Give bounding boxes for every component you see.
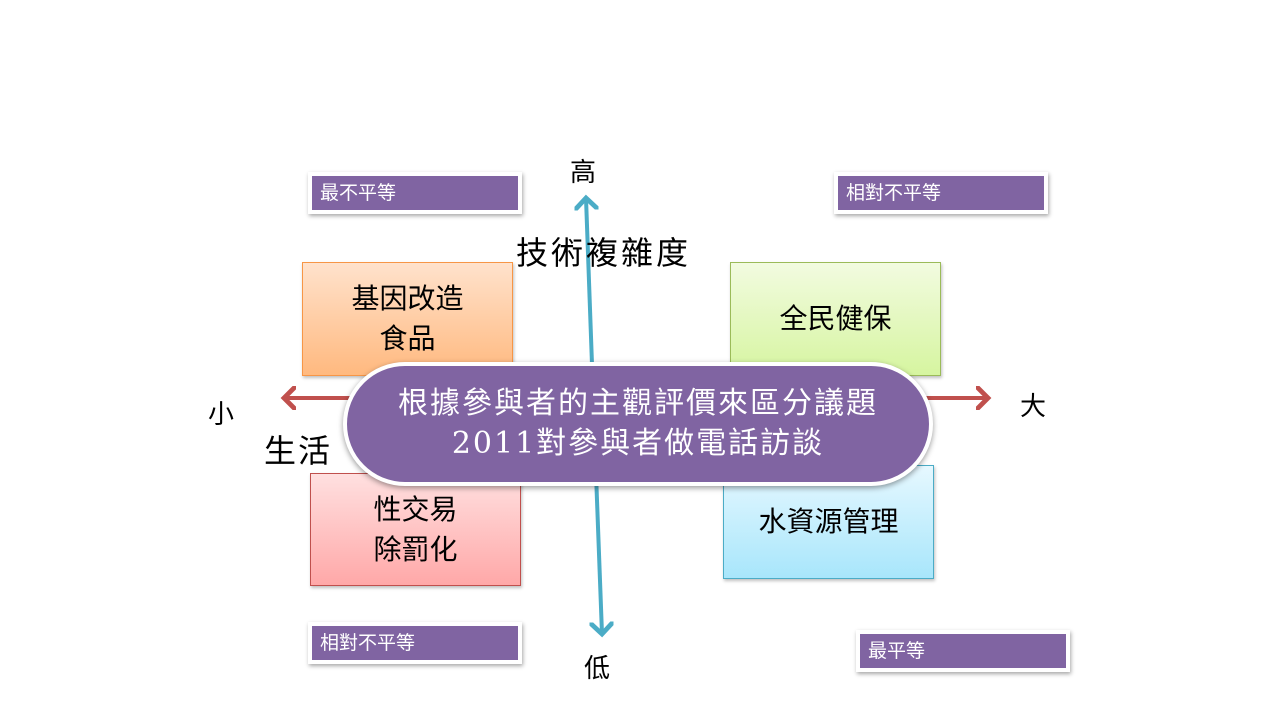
vertical-axis-title: 技術複雜度 bbox=[516, 234, 692, 272]
tag-relatively-unequal-bottom: 相對不平等 bbox=[308, 622, 522, 664]
box-gmo-food: 基因改造 食品 bbox=[302, 262, 513, 376]
callout-oval: 根據參與者的主觀評價來區分議題 2011對參與者做電話訪談 bbox=[343, 362, 933, 486]
axis-small-label: 小 bbox=[208, 400, 235, 430]
box-national-health-insurance: 全民健保 bbox=[730, 262, 941, 376]
axis-large-label: 大 bbox=[1020, 392, 1047, 422]
callout-line-1: 根據參與者的主觀評價來區分議題 bbox=[398, 386, 878, 421]
box-sex-trade-decriminalization: 性交易 除罰化 bbox=[310, 473, 521, 586]
axis-high-label: 高 bbox=[570, 158, 597, 188]
callout-line-2: 2011對參與者做電話訪談 bbox=[451, 426, 825, 461]
horizontal-axis-title: 生活 bbox=[264, 432, 333, 470]
tag-most-equal: 最平等 bbox=[856, 630, 1070, 672]
tag-most-unequal: 最不平等 bbox=[308, 172, 522, 214]
tag-relatively-unequal-top: 相對不平等 bbox=[834, 172, 1048, 214]
axis-low-label: 低 bbox=[584, 654, 611, 684]
